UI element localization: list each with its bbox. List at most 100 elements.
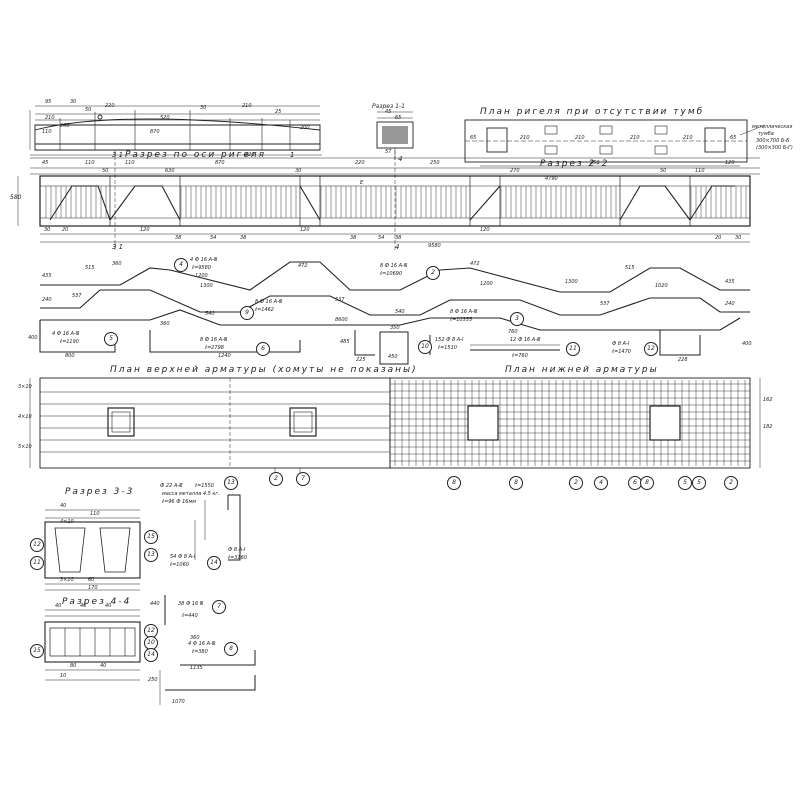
bend-dim: 537 [600,301,610,307]
beam-dim-top: 220 [355,160,365,166]
s44-dim: 40 [100,663,107,669]
bend-dim: 515 [625,265,635,271]
metal-note-4: (300×300 Б-Г) [756,145,793,151]
small-dim: 1240 [218,353,231,359]
bend-dim: 1020 [655,283,668,289]
extra-dim: 440 [150,601,160,607]
plan-dim: 65 [470,135,477,141]
beam-dim-top: 110 [85,160,95,166]
bar-10-len: ℓ=1510 [438,345,457,351]
s33-dim: 3×10 [60,577,74,583]
axis-section-drawing [29,105,322,156]
small-dim: 400 [28,335,38,341]
beam-dim-top: 270 [510,168,520,174]
bar7-spec: 38 Ф 16 Ⅲ [178,601,204,607]
s44-dim: 40 [55,603,62,609]
small-dim: 350 [390,325,400,331]
section-mark-3-1-bottom: 3 1 [112,243,124,251]
bend-dim: 537 [335,297,345,303]
beam-dim-top: 110 [125,160,135,166]
small-dim: 225 [356,357,366,363]
bend-dim: 540 [395,309,405,315]
beam-dim-bottom: 20 [62,227,69,233]
plan-marker: 4 [594,476,608,490]
beam-dim-top: 50 [660,168,667,174]
dim: 45 [385,109,392,115]
bend-dim: 240 [42,297,52,303]
bar14-len: ℓ=1060 [170,562,189,568]
beam-dim-top: 870 [215,160,225,166]
bar-5-len: ℓ=1190 [60,339,79,345]
bent-bar-lower [39,309,741,340]
bar-12-len: ℓ=1470 [612,349,631,355]
bar14-spec: 54 Ф 8 А-Ⅰ [170,554,196,560]
bar-5-spec: 4 Ф 16 А-Ⅲ [52,331,80,337]
plan-dim: 210 [683,135,693,141]
s44-marker: 14 [144,648,158,662]
beam-dim-bottom: 20 [715,235,722,241]
bend-dim: 1300 [200,283,213,289]
beam-dim-top: 120 [725,160,735,166]
plan-side-dim: 5×10 [18,444,32,450]
dim: 520 [160,115,170,121]
plan-side-dim: 4×10 [18,414,32,420]
dim: 200 [300,125,310,131]
main-beam-elevation [17,150,760,250]
section-mark-3-1: 3 1 [112,151,124,159]
s33-dim: 170 [88,585,98,591]
s33-marker: 15 [144,530,158,544]
extra-dim: 1135 [190,665,203,671]
section-1-1-title: Разрез 1-1 [372,103,405,110]
small-dim: 228 [678,357,688,363]
extra-dim: 360 [190,635,200,641]
bar-13-detail [194,494,241,561]
small-dim: 485 [340,339,350,345]
bar15-len: ℓ=3160 [228,555,247,561]
bend-dim: 435 [725,279,735,285]
plan-marker: 8 [509,476,523,490]
small-dim: 450 [388,354,398,360]
bend-dim: 472 [470,261,480,267]
beam-dim-top: 45 [42,160,49,166]
bar7-marker: 7 [212,600,226,614]
s33-marker: 12 [30,538,44,552]
beam-dim-bottom: 120 [140,227,150,233]
s33-marker: 11 [30,556,44,570]
dim: 30 [200,105,207,111]
bar-10-spec: 152 Ф 8 А-Ⅰ [435,337,464,343]
bend-dim: 515 [85,265,95,271]
plan-marker: 2 [269,472,283,486]
dim: 57 [385,149,392,155]
plan-marker: 8 [640,476,654,490]
beam-half-length: 4790 [545,176,558,182]
bar-marker-10: 10 [418,340,432,354]
bar-3-spec: 8 Ф 16 А-Ⅲ [450,309,478,315]
s33-dim: 110 [90,511,100,517]
bend-dim: 540 [205,311,215,317]
dim: 210 [45,115,55,121]
beam-dim-bottom: 38 [175,235,182,241]
bar-marker-3: 3 [510,312,524,326]
bar-2-len: ℓ=10690 [380,271,403,277]
beam-plan-no-pedestals [464,119,766,167]
small-dim: 800 [65,353,75,359]
plan-marker: 7 [296,472,310,486]
s44-dim: 40 [105,603,112,609]
plan-dim: 210 [520,135,530,141]
metal-note-3: 300×700 Б-Б [756,138,790,144]
dim: 30 [70,99,77,105]
plan-side-dim: 182 [763,424,773,430]
extra-dim: 250 [148,677,158,683]
bar14-marker: 14 [207,556,221,570]
beam-dim-top: 250 [590,160,600,166]
bend-dim: 1300 [565,279,578,285]
top-rebar-plan-title: План верхней арматуры (хомуты не показан… [110,365,418,375]
beam-dim-top: 820 [245,152,255,158]
section-3-3-drawing [44,509,141,591]
section-mark-4-bottom: 4 [395,243,400,251]
dim: 210 [242,103,252,109]
plan-dim: 65 [730,135,737,141]
s44-dim: 80 [70,663,77,669]
bent-bar-upper [40,261,750,293]
